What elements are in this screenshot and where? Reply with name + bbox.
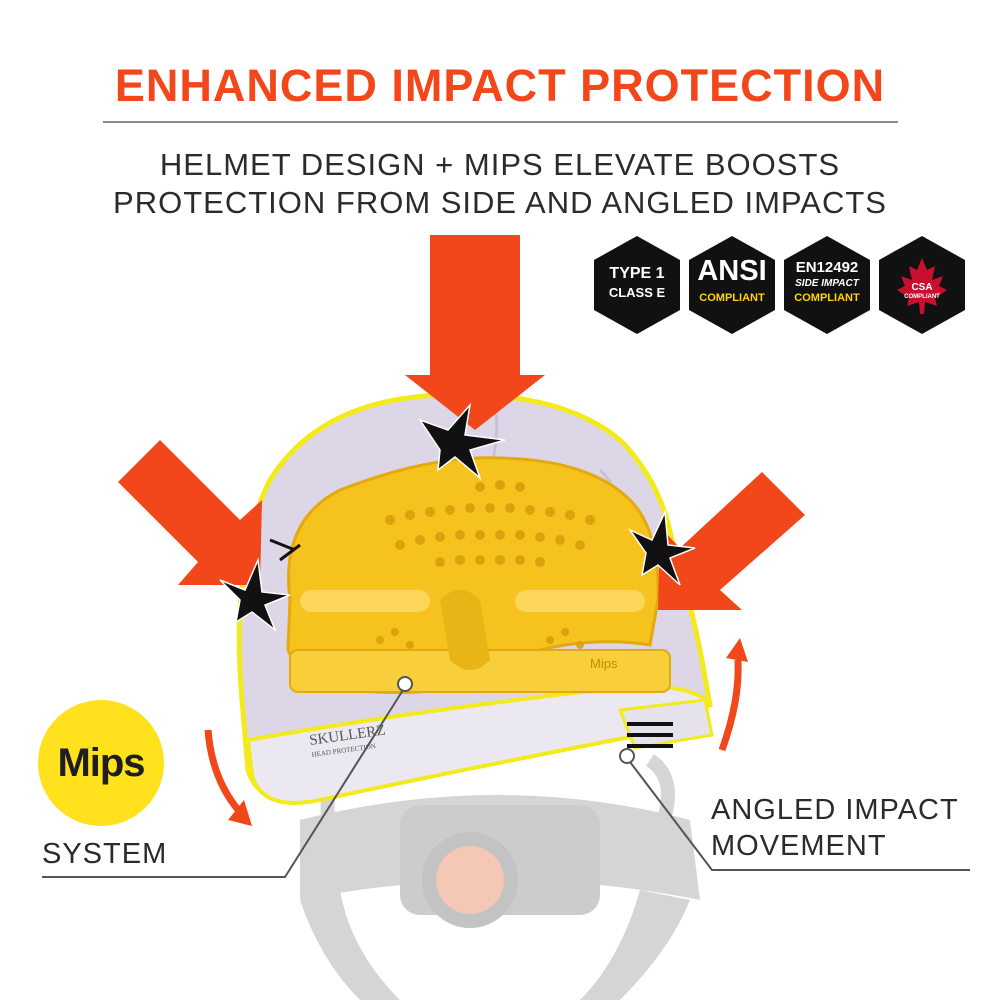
badge-line-1: TYPE 1 <box>609 265 665 282</box>
badge-line-1: ANSI <box>697 255 767 287</box>
angled-impact-line-2: MOVEMENT <box>711 830 887 862</box>
mips-liner: Mips <box>286 456 671 694</box>
liner-mips-text: Mips <box>590 656 618 671</box>
badge-line-1: EN12492 <box>795 259 859 276</box>
badge-csa: CSA COMPLIANT <box>879 236 965 334</box>
rotation-arrowhead-right <box>726 638 748 662</box>
title-divider <box>103 121 898 123</box>
subtitle-line-1: HELMET DESIGN + MIPS ELEVATE BOOSTS <box>159 147 841 182</box>
badge-line-2: COMPLIANT <box>904 294 940 300</box>
badge-ansi: ANSI COMPLIANT <box>689 236 775 334</box>
right-impact-arrow <box>658 472 805 610</box>
badge-type1-class-e: TYPE 1 CLASS E <box>594 236 680 334</box>
badge-en12492: EN12492 SIDE IMPACT COMPLIANT <box>784 236 870 334</box>
subtitle-line-2: PROTECTION FROM SIDE AND ANGLED IMPACTS <box>113 185 887 220</box>
maple-leaf-icon <box>897 258 947 314</box>
impact-arrows <box>118 235 805 610</box>
system-label: SYSTEM <box>42 838 168 870</box>
badge-line-1: CSA <box>911 282 933 293</box>
top-impact-arrow <box>405 235 545 430</box>
mips-logo: Mips <box>38 700 164 826</box>
angled-impact-label: ANGLED IMPACT MOVEMENT <box>711 792 959 864</box>
hexagon-badge-icon <box>594 236 680 334</box>
page-subtitle: HELMET DESIGN + MIPS ELEVATE BOOSTS PROT… <box>0 146 1000 222</box>
rotation-arrows <box>204 659 742 815</box>
angled-impact-line-1: ANGLED IMPACT <box>711 794 959 826</box>
badge-line-2: CLASS E <box>608 285 666 300</box>
hexagon-badge-icon <box>784 236 870 334</box>
badge-line-2: SIDE IMPACT <box>795 278 859 289</box>
callout-lines <box>42 676 970 878</box>
badge-line-2: COMPLIANT <box>699 292 765 304</box>
mips-logo-text: Mips <box>57 740 145 785</box>
impact-bursts <box>219 402 696 633</box>
helmet-suspension <box>300 754 700 1000</box>
left-impact-arrow <box>118 440 262 585</box>
rotation-arrowhead-left <box>228 800 252 826</box>
hexagon-badge-icon <box>689 236 775 334</box>
angled-movement-icon <box>627 722 673 748</box>
badge-line-3: COMPLIANT <box>794 292 860 304</box>
page-title: ENHANCED IMPACT PROTECTION <box>114 60 886 111</box>
